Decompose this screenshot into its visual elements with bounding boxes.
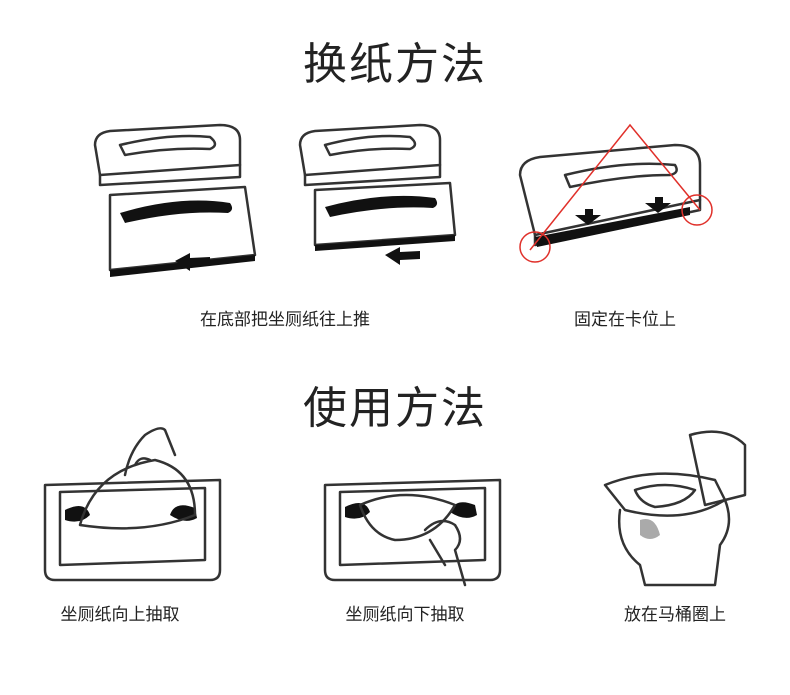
insert-paper-illustration-1 [93,123,257,277]
step-caption-push-up: 在底部把坐厕纸往上推 [200,310,370,330]
use-caption-pull-down: 坐厕纸向下抽取 [345,605,465,625]
pull-down-illustration [323,478,502,587]
usage-method-title: 使用方法 [303,383,487,434]
step-caption-fix: 固定在卡位上 [574,310,676,330]
change-method-title: 换纸方法 [303,39,487,90]
insert-paper-illustration-2 [298,123,457,265]
fix-paper-illustration [518,123,713,263]
use-caption-place-on-seat: 放在马桶圈上 [624,605,726,625]
place-on-seat-illustration [603,430,747,587]
use-caption-pull-up: 坐厕纸向上抽取 [60,605,180,625]
pull-up-illustration [43,427,222,582]
